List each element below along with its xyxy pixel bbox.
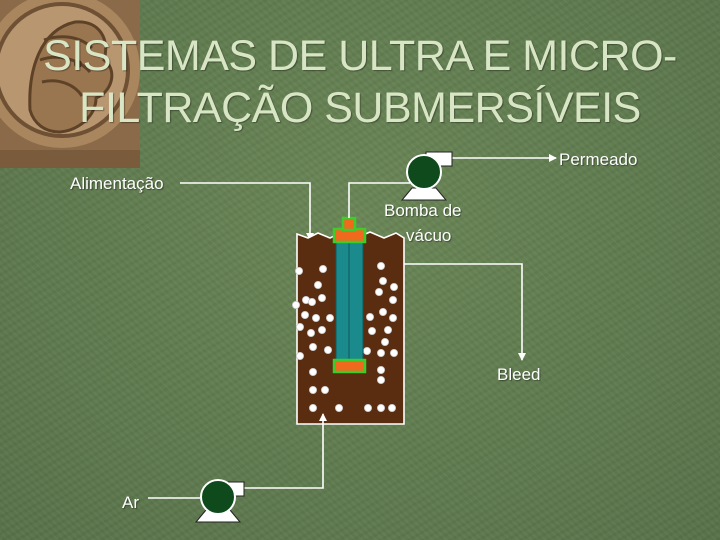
air-bubble bbox=[376, 365, 385, 374]
label-air: Ar bbox=[122, 493, 139, 512]
air-bubbles bbox=[291, 261, 398, 412]
title-line-1: SISTEMAS DE ULTRA E MICRO- bbox=[43, 32, 677, 80]
label-permeate: Permeado bbox=[559, 150, 638, 169]
coin-portrait-icon bbox=[0, 0, 140, 168]
air-bubble bbox=[320, 385, 329, 394]
air-bubble bbox=[374, 287, 383, 296]
label-feed: Alimentação bbox=[70, 174, 164, 193]
air-bubble bbox=[308, 367, 317, 376]
air-bubble bbox=[318, 264, 327, 273]
permeate-line bbox=[348, 182, 410, 218]
air-bubble bbox=[389, 282, 398, 291]
air-bubble bbox=[387, 403, 396, 412]
air-bubble bbox=[378, 276, 387, 285]
air-bubble bbox=[388, 295, 397, 304]
air-bubble bbox=[376, 348, 385, 357]
air-bubble bbox=[376, 375, 385, 384]
air-bubble bbox=[308, 403, 317, 412]
air-bubble bbox=[325, 313, 334, 322]
air-bubble bbox=[295, 351, 304, 360]
air-bubble bbox=[291, 300, 300, 309]
air-bubble bbox=[367, 326, 376, 335]
air-bubble bbox=[308, 342, 317, 351]
air-bubble bbox=[307, 297, 316, 306]
feed-line bbox=[180, 182, 314, 241]
air-bubble bbox=[380, 337, 389, 346]
air-bubble bbox=[294, 266, 303, 275]
air-bubble bbox=[383, 325, 392, 334]
air-bubble bbox=[376, 403, 385, 412]
air-bubble bbox=[295, 322, 304, 331]
air-bubble bbox=[378, 307, 387, 316]
air-bubble bbox=[317, 293, 326, 302]
slide-title: SISTEMAS DE ULTRA E MICRO- FILTRAÇÃO SUB… bbox=[20, 30, 700, 134]
air-bubble bbox=[362, 346, 371, 355]
title-line-2: FILTRAÇÃO SUBMERSÍVEIS bbox=[79, 84, 641, 132]
vacuum-pump-icon bbox=[400, 151, 453, 201]
label-vacuum-pump-2: vácuo bbox=[406, 226, 452, 245]
label-vacuum-pump-1: Bomba de bbox=[384, 201, 462, 220]
air-bubble bbox=[317, 325, 326, 334]
air-bubble bbox=[323, 345, 332, 354]
air-bubble bbox=[388, 313, 397, 322]
air-bubble bbox=[306, 328, 315, 337]
air-bubble bbox=[308, 385, 317, 394]
air-bubble bbox=[334, 403, 343, 412]
air-bubble bbox=[300, 310, 309, 319]
air-bubble bbox=[311, 313, 320, 322]
label-bleed: Bleed bbox=[497, 365, 541, 384]
air-bubble bbox=[376, 261, 385, 270]
air-bubble bbox=[365, 312, 374, 321]
air-bubble bbox=[313, 280, 322, 289]
air-pump-icon bbox=[194, 479, 245, 523]
air-bubble bbox=[389, 348, 398, 357]
bleed-line bbox=[404, 263, 526, 361]
membrane-module-icon bbox=[332, 216, 367, 374]
air-bubble bbox=[363, 403, 372, 412]
air-supply-line bbox=[232, 413, 327, 489]
